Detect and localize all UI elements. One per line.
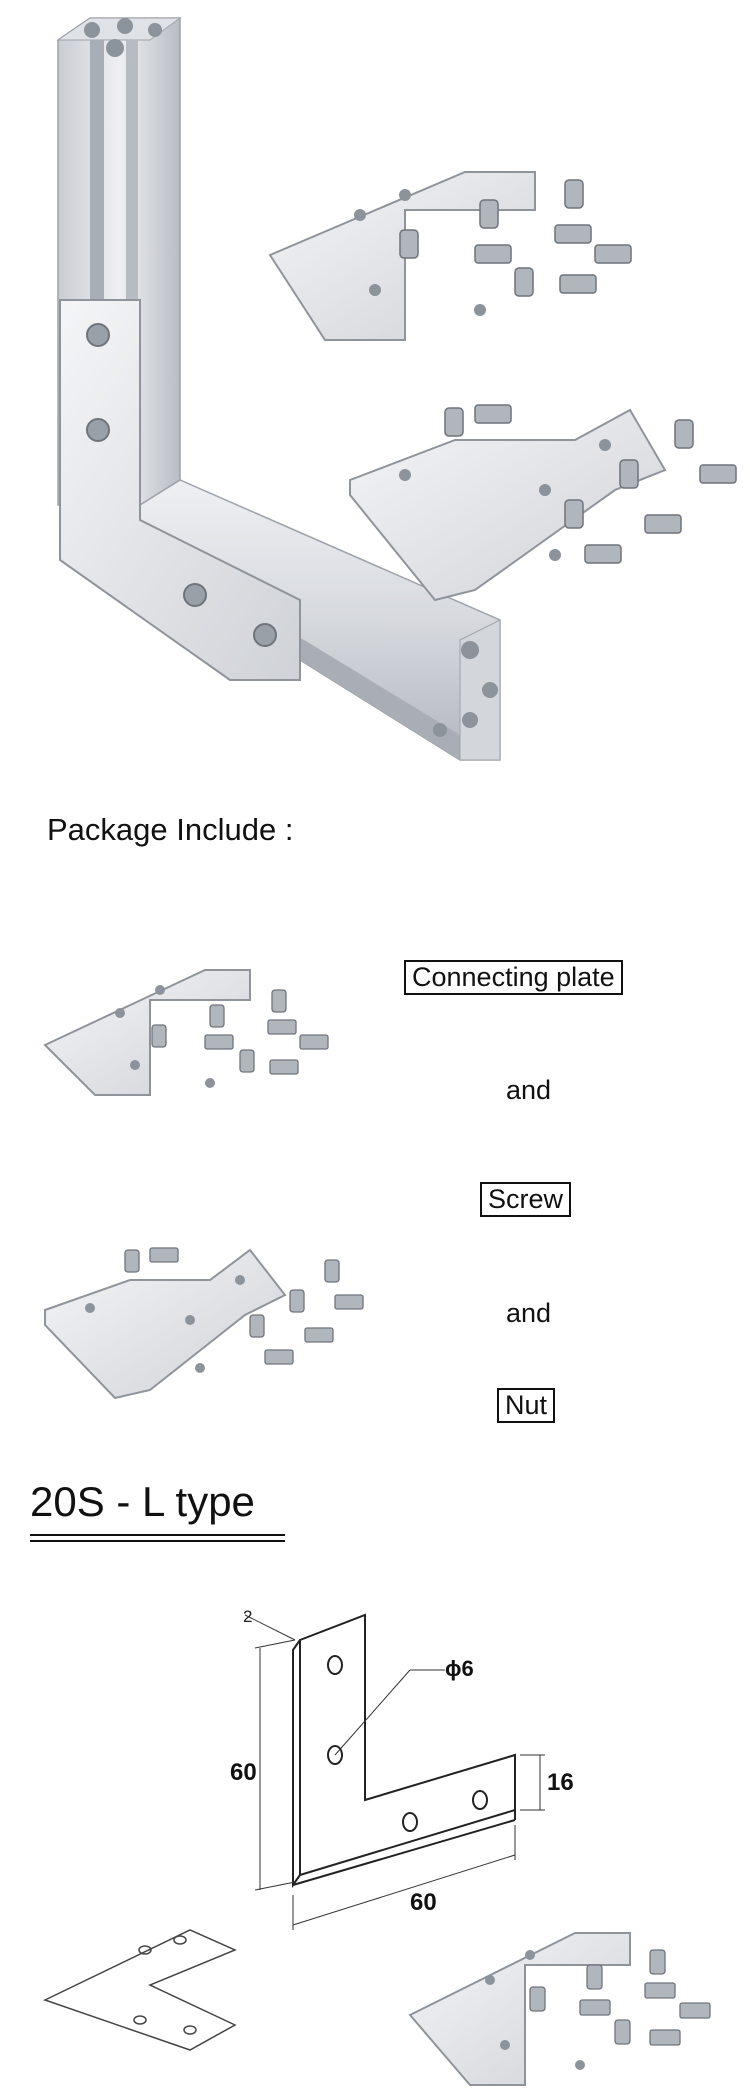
thickness-dimension: 2 bbox=[243, 1607, 252, 1626]
title-underline-top bbox=[30, 1534, 285, 1536]
aluminum-profile-corner-image bbox=[56, 17, 501, 761]
l-plate-kit-bottom-image bbox=[408, 1932, 711, 2086]
section-title: 20S - L type bbox=[30, 1478, 255, 1525]
package-t-plate-image bbox=[44, 1247, 364, 1400]
t-plate-kit-image bbox=[349, 404, 737, 602]
title-underline-bottom bbox=[30, 1540, 285, 1542]
l-plate-technical-drawing: 2 ϕ6 16 60 60 bbox=[230, 1607, 574, 1930]
package-l-plate-image bbox=[43, 969, 329, 1096]
item-screw: Screw bbox=[480, 1182, 572, 1217]
height-dimension: 60 bbox=[230, 1759, 257, 1786]
l-plate-outline-sketch bbox=[43, 1929, 237, 2051]
package-heading: Package Include : bbox=[47, 812, 294, 847]
and-label-1: and bbox=[506, 1075, 552, 1105]
l-plate-kit-image bbox=[268, 171, 632, 341]
item-nut: Nut bbox=[497, 1388, 556, 1423]
length-dimension: 60 bbox=[410, 1889, 437, 1916]
item-connecting-plate: Connecting plate bbox=[404, 960, 623, 995]
width-dimension: 16 bbox=[547, 1769, 574, 1796]
and-label-2: and bbox=[506, 1298, 552, 1328]
hole-diameter-dimension: ϕ6 bbox=[445, 1656, 474, 1681]
